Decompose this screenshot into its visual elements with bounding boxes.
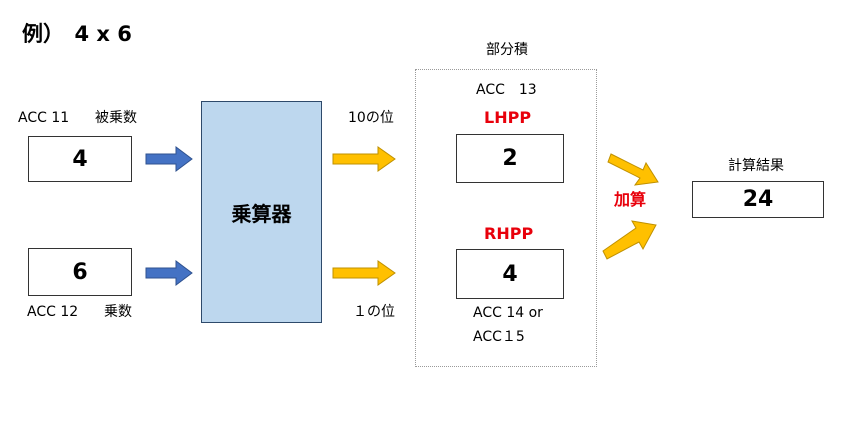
partial-products-label: 部分積	[486, 42, 528, 58]
result-box: 24	[692, 181, 824, 218]
right-arrow-blue-icon	[145, 146, 193, 172]
multiplier-label: 乗数	[104, 304, 132, 320]
multiplier-unit: 乗算器	[201, 101, 322, 323]
acc13-label: ACC 13	[476, 82, 537, 98]
acc15-label: ACC１5	[473, 329, 525, 345]
ones-place-label: １の位	[353, 304, 395, 320]
multiplicand-label: 被乗数	[95, 110, 137, 126]
acc11-label: ACC 11	[18, 110, 70, 126]
acc14-label: ACC 14 or	[473, 305, 543, 321]
acc12-label: ACC 12	[27, 304, 79, 320]
diagonal-arrow-yellow-icon	[607, 153, 659, 186]
diagonal-arrow-yellow-icon	[602, 220, 657, 260]
example-title: 例） 4 x 6	[22, 22, 132, 46]
rhpp-box: 4	[456, 249, 564, 299]
right-arrow-blue-icon	[145, 260, 193, 286]
multiplier-operand-box: 6	[28, 248, 132, 296]
tens-place-label: 10の位	[348, 110, 394, 126]
rhpp-label: RHPP	[484, 224, 534, 243]
right-arrow-yellow-icon	[332, 260, 396, 286]
partial-products-group	[415, 69, 597, 367]
lhpp-box: 2	[456, 134, 564, 183]
multiplicand-box: 4	[28, 136, 132, 182]
right-arrow-yellow-icon	[332, 146, 396, 172]
lhpp-label: LHPP	[484, 108, 532, 127]
adder-label: 加算	[614, 190, 647, 209]
result-label: 計算結果	[728, 158, 784, 174]
